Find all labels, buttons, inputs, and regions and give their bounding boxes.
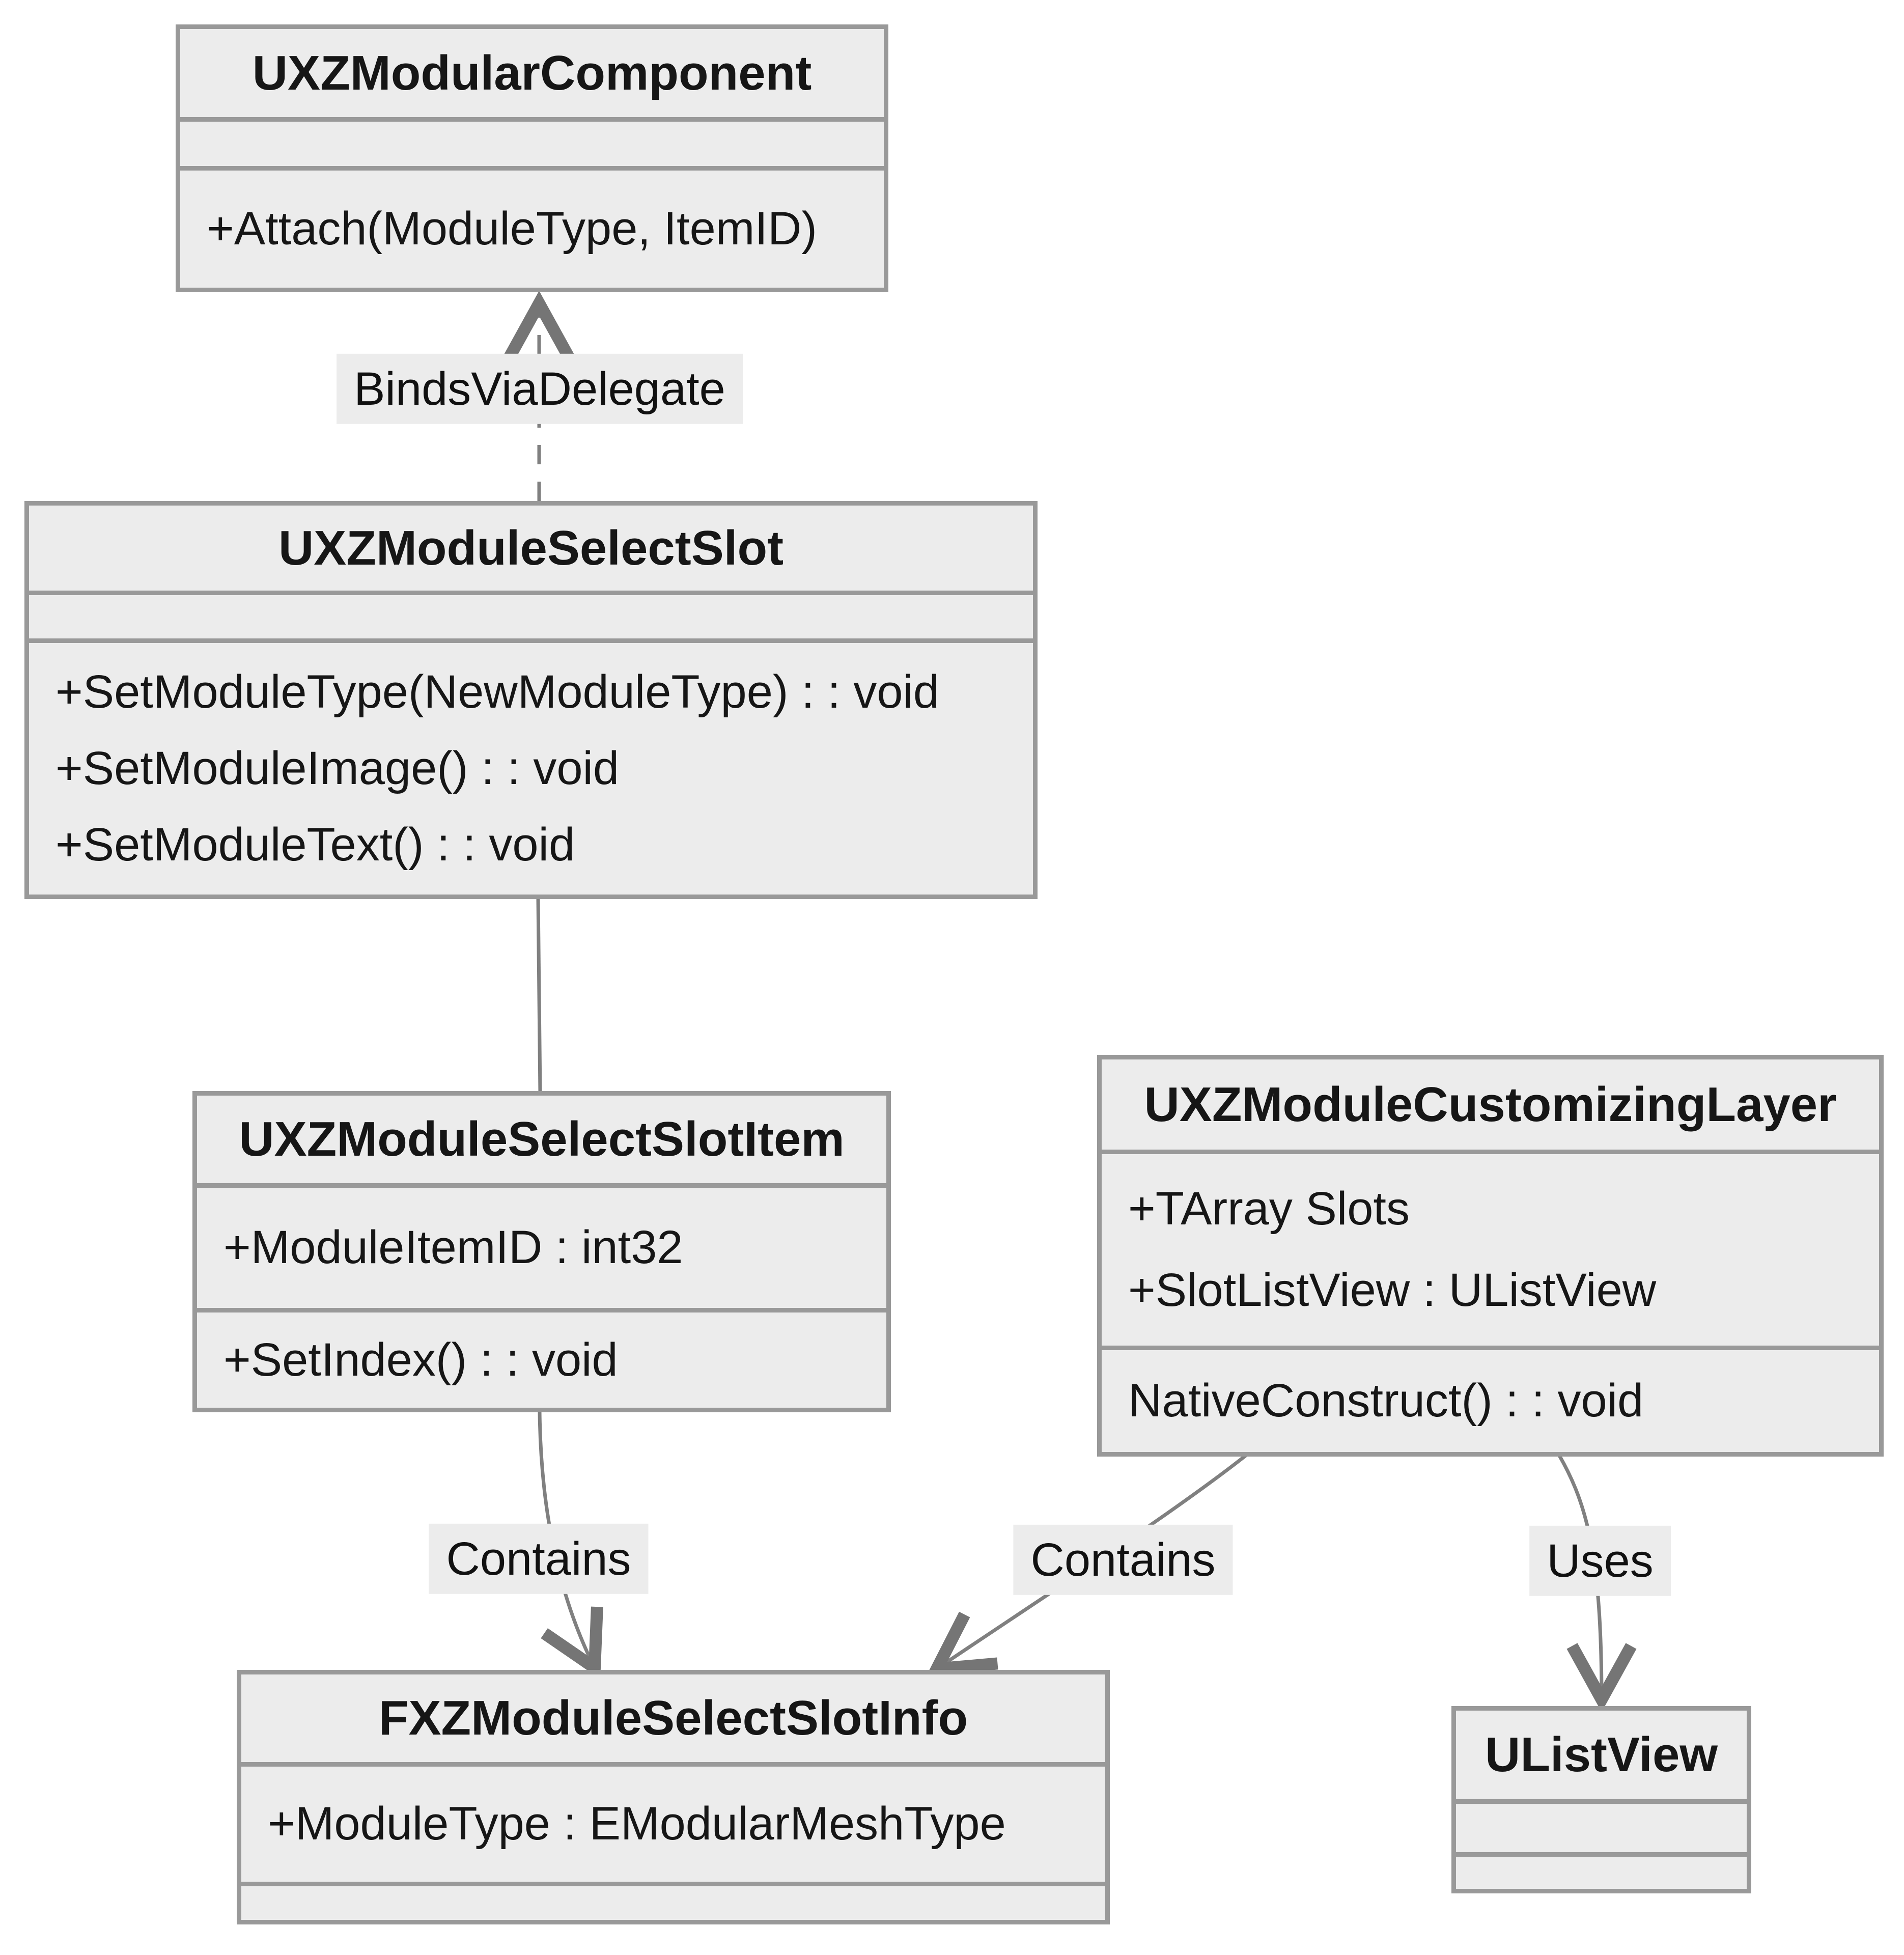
- class-ulistview: UListView: [1451, 1706, 1751, 1893]
- method: +Attach(ModuleType, ItemID): [207, 203, 818, 255]
- attribute: +SlotListView : UListView: [1128, 1264, 1657, 1317]
- class-title: FXZModuleSelectSlotInfo: [241, 1674, 1105, 1767]
- attributes-compartment-empty: [180, 122, 884, 171]
- attribute: +ModuleType : EModularMeshType: [268, 1798, 1006, 1850]
- attributes-compartment: +TArray Slots +SlotListView : UListView: [1102, 1154, 1879, 1350]
- edge-label-contains-left: Contains: [429, 1523, 649, 1595]
- method: +SetModuleType(NewModuleType) : : void: [55, 666, 940, 718]
- attribute: +TArray Slots: [1128, 1182, 1410, 1235]
- method: NativeConstruct() : : void: [1128, 1375, 1644, 1427]
- class-title: UXZModuleSelectSlotItem: [197, 1096, 886, 1188]
- attributes-compartment-empty: [29, 595, 1033, 643]
- class-uxzmodularcomponent: UXZModularComponent +Attach(ModuleType, …: [176, 24, 888, 292]
- method: +SetModuleText() : : void: [55, 819, 575, 871]
- edge-label-uses: Uses: [1529, 1525, 1671, 1597]
- methods-compartment: +SetIndex() : : void: [197, 1312, 886, 1408]
- class-title: UXZModularComponent: [180, 29, 884, 122]
- class-fxzmoduleselectslotinfo: FXZModuleSelectSlotInfo +ModuleType : EM…: [237, 1670, 1110, 1924]
- methods-compartment: NativeConstruct() : : void: [1102, 1350, 1879, 1452]
- attributes-compartment: +ModuleType : EModularMeshType: [241, 1767, 1105, 1886]
- class-uxzmodulecustomizinglayer: UXZModuleCustomizingLayer +TArray Slots …: [1097, 1055, 1884, 1457]
- edge-label-bindsviadelegate: BindsViaDelegate: [337, 353, 743, 425]
- attributes-compartment: +ModuleItemID : int32: [197, 1188, 886, 1312]
- method: +SetIndex() : : void: [223, 1333, 618, 1386]
- attribute: +ModuleItemID : int32: [223, 1221, 683, 1274]
- methods-compartment: +Attach(ModuleType, ItemID): [180, 171, 884, 288]
- class-title: UXZModuleCustomizingLayer: [1102, 1059, 1879, 1154]
- edge-slot-to-slotitem: [536, 898, 542, 1094]
- attributes-compartment-empty: [1456, 1804, 1747, 1857]
- methods-compartment: +SetModuleType(NewModuleType) : : void +…: [29, 643, 1033, 895]
- class-uxzmoduleselectslotitem: UXZModuleSelectSlotItem +ModuleItemID : …: [192, 1091, 891, 1412]
- class-uxzmoduleselectslot: UXZModuleSelectSlot +SetModuleType(NewMo…: [24, 501, 1038, 899]
- methods-compartment-empty: [1456, 1857, 1747, 1889]
- class-title: UListView: [1456, 1711, 1747, 1804]
- class-title: UXZModuleSelectSlot: [29, 506, 1033, 595]
- edge-label-contains-right: Contains: [1013, 1524, 1233, 1596]
- methods-compartment-empty: [241, 1886, 1105, 1920]
- method: +SetModuleImage() : : void: [55, 742, 620, 795]
